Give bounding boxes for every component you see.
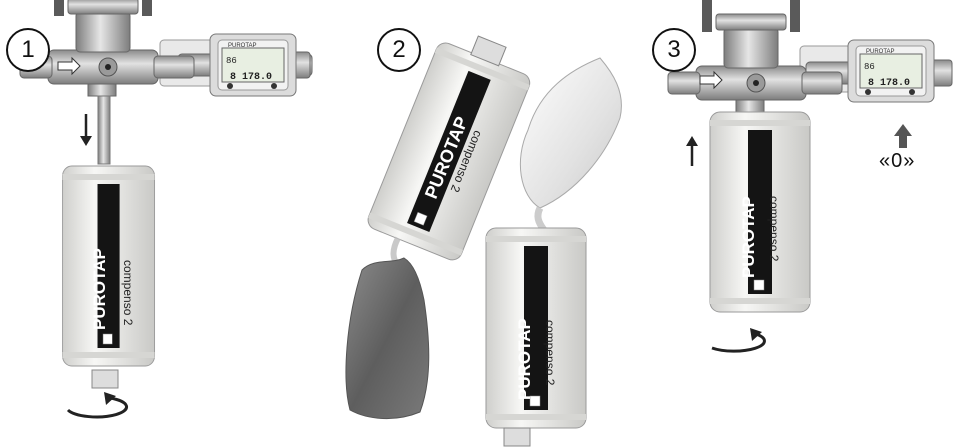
step-1-badge: 1 (6, 28, 50, 72)
meter-reading-main: 8 178.0 (868, 78, 910, 89)
rotate-icon (68, 392, 127, 417)
meter-reading-main: 8 178.0 (230, 72, 272, 83)
cartridge-brand-text: PUROTAP (739, 196, 758, 278)
waste-bag (346, 258, 429, 419)
step-1-number: 1 (21, 36, 34, 64)
meter-brand-text: PUROTAP (866, 49, 895, 55)
meter-brand-text: PUROTAP (228, 43, 257, 49)
filter-cartridge (710, 112, 810, 312)
step-3-number: 3 (667, 36, 680, 64)
step-2-badge: 2 (377, 28, 421, 72)
step-2-number: 2 (392, 36, 405, 64)
cartridge-model-text: compenso 2 (543, 320, 557, 386)
cartridge-brand-text: PUROTAP (90, 248, 109, 330)
cartridge-brand-text: PUROTAP (515, 318, 534, 400)
step-3-badge: 3 (652, 28, 696, 72)
meter-reading-top: 86 (864, 62, 875, 72)
cartridge-foot (504, 428, 530, 446)
cartridge-stem (98, 96, 110, 164)
step-3-illustration: PUROTAP 86 8 178.0 PUROTAP compenso 2 (668, 0, 952, 351)
reset-arrow-icon (894, 124, 912, 148)
step-1-illustration: PUROTAP 86 8 178.0 PUROTAP compenso 2 (20, 0, 312, 417)
meter-reading-top: 86 (226, 56, 237, 66)
reset-label: «0» (879, 150, 915, 173)
new-cartridge (486, 228, 586, 428)
refill-bag (520, 58, 621, 208)
cartridge-foot (92, 370, 118, 388)
rotate-icon (712, 328, 764, 351)
cartridge-model-text: compenso 2 (121, 260, 135, 326)
step-2-illustration: PUROTAP compenso 2 PUROTAP compenso 2 (346, 23, 621, 446)
arrow-up-icon (686, 136, 698, 166)
arrow-down-icon (80, 114, 92, 146)
cartridge-model-text: compenso 2 (767, 196, 781, 262)
